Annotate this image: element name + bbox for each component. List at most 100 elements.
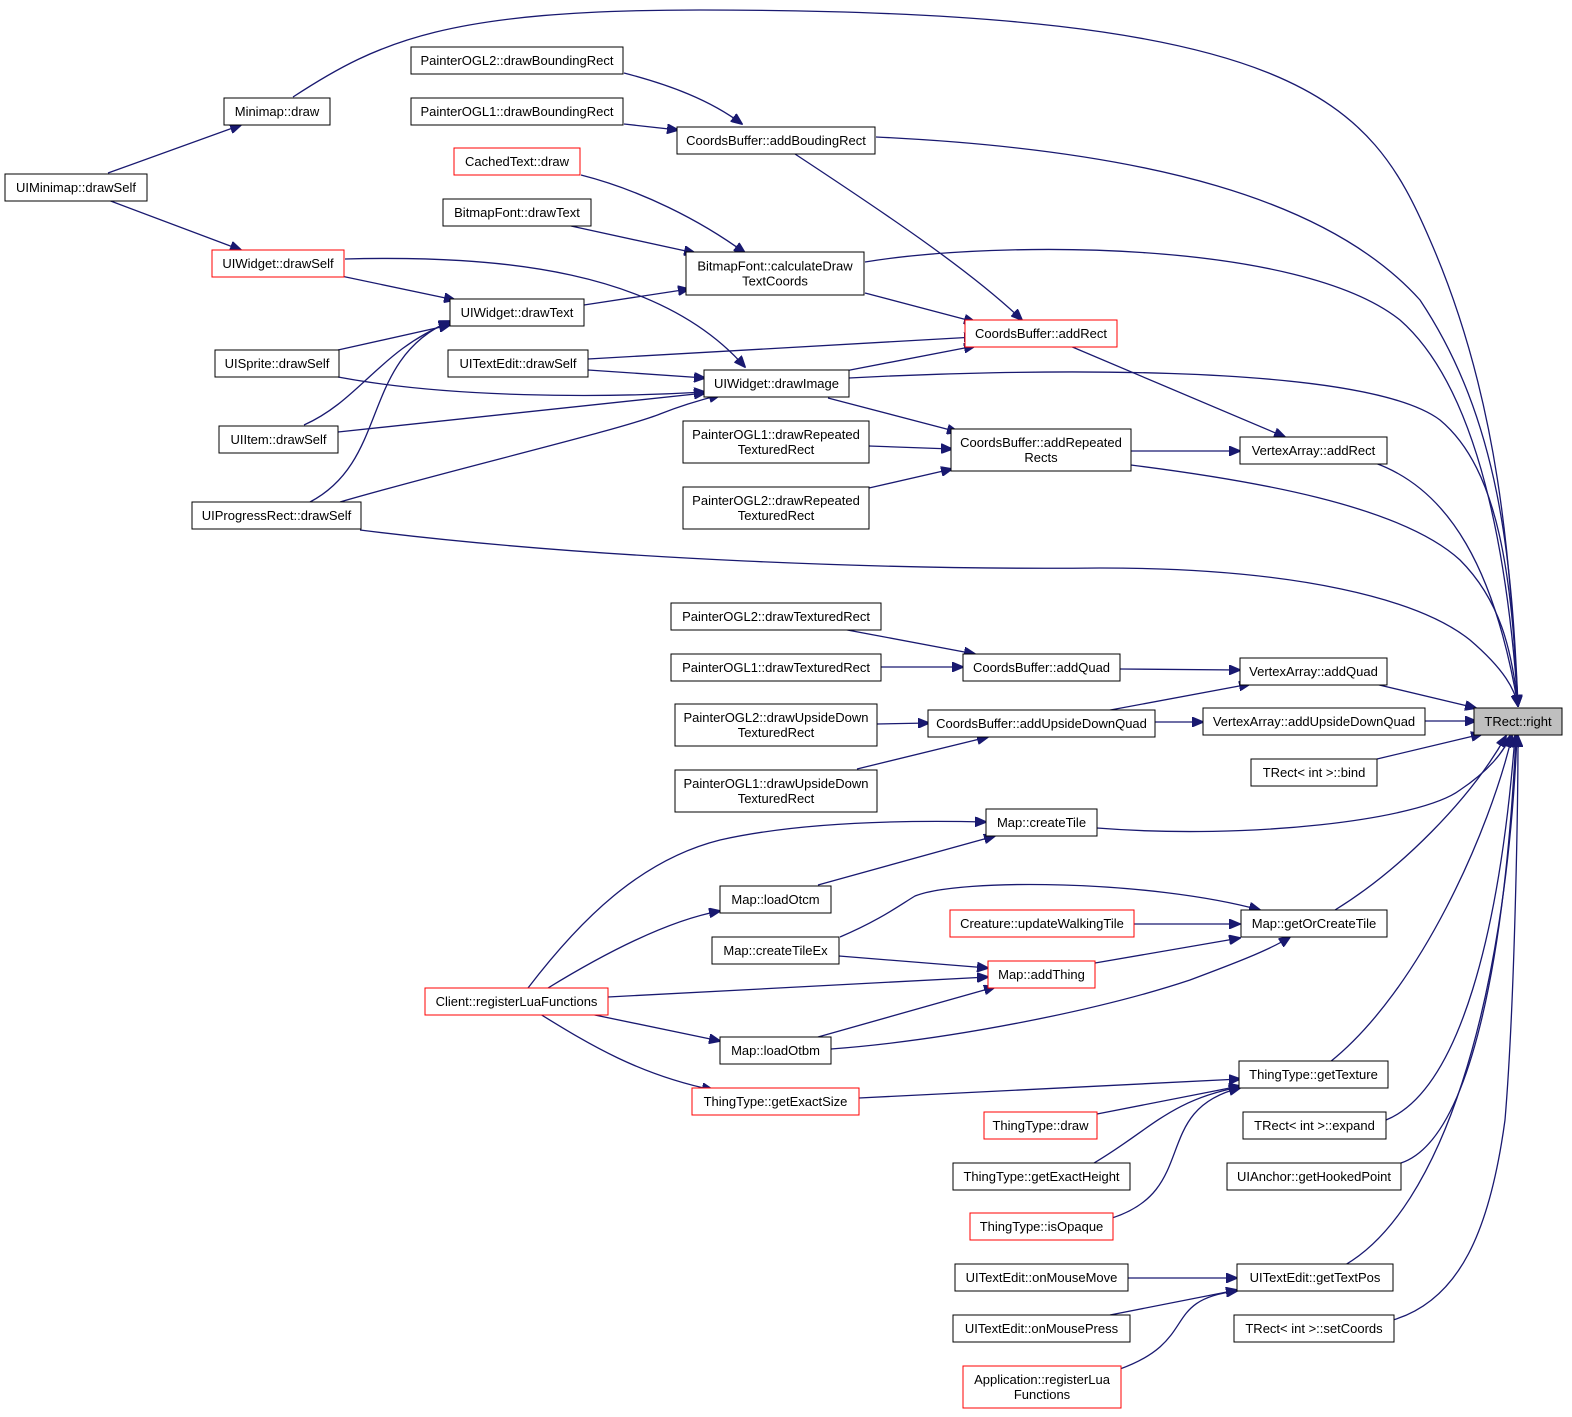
node-box[interactable] <box>223 97 331 126</box>
node-uiWidgetDrawImage[interactable]: UIWidget::drawImage <box>703 369 850 398</box>
node-coordsAddUpsideDownQuad[interactable]: CoordsBuffer::addUpsideDownQuad <box>927 709 1156 738</box>
node-addBoudingRect[interactable]: CoordsBuffer::addBoudingRect <box>676 126 876 155</box>
node-box[interactable] <box>682 420 870 464</box>
node-uiMinimapDrawSelf[interactable]: UIMinimap::drawSelf <box>4 173 148 202</box>
node-box[interactable] <box>983 1111 1098 1140</box>
node-box[interactable] <box>954 1263 1129 1292</box>
node-thingTypeGetTexture[interactable]: ThingType::getTexture <box>1238 1060 1389 1089</box>
node-box[interactable] <box>1240 909 1388 938</box>
node-box[interactable] <box>719 885 832 914</box>
node-vaAddRect[interactable]: VertexArray::addRect <box>1239 436 1388 465</box>
node-cachedTextDraw[interactable]: CachedText::draw <box>453 147 581 176</box>
node-box[interactable] <box>985 808 1098 837</box>
node-box[interactable] <box>453 147 581 176</box>
node-box[interactable] <box>1250 758 1378 787</box>
node-mapGetOrCreateTile[interactable]: Map::getOrCreateTile <box>1240 909 1388 938</box>
node-thingTypeGetExactSize[interactable]: ThingType::getExactSize <box>691 1087 860 1116</box>
node-box[interactable] <box>1202 707 1426 736</box>
node-creatureUpdateWalkingTile[interactable]: Creature::updateWalkingTile <box>949 909 1135 938</box>
node-box[interactable] <box>964 319 1118 348</box>
node-vaAddQuad[interactable]: VertexArray::addQuad <box>1239 657 1388 686</box>
node-box[interactable] <box>987 960 1096 989</box>
node-box[interactable] <box>670 602 882 631</box>
node-box[interactable] <box>691 1087 860 1116</box>
node-uiProgressRectDrawSelf[interactable]: UIProgressRect::drawSelf <box>191 501 362 530</box>
node-box[interactable] <box>1242 1111 1387 1140</box>
node-uiWidgetDrawSelf[interactable]: UIWidget::drawSelf <box>211 249 345 278</box>
node-coordsAddQuad[interactable]: CoordsBuffer::addQuad <box>962 653 1121 682</box>
node-box[interactable] <box>962 1365 1122 1409</box>
node-mapCreateTileEx[interactable]: Map::createTileEx <box>711 936 840 965</box>
node-box[interactable] <box>685 251 865 296</box>
node-mapAddThing[interactable]: Map::addThing <box>987 960 1096 989</box>
node-uiAnchorGetHookedPoint[interactable]: UIAnchor::getHookedPoint <box>1226 1162 1402 1191</box>
node-uiTextEditDrawSelf[interactable]: UITextEdit::drawSelf <box>447 349 589 378</box>
node-pogl1Textured[interactable]: PainterOGL1::drawTexturedRect <box>670 653 882 682</box>
node-box[interactable] <box>410 97 624 126</box>
node-minimapDraw[interactable]: Minimap::draw <box>223 97 331 126</box>
node-box[interactable] <box>682 486 870 530</box>
node-vaAddUpsideDownQuad[interactable]: VertexArray::addUpsideDownQuad <box>1202 707 1426 736</box>
node-appRegisterLua[interactable]: Application::registerLuaFunctions <box>962 1365 1122 1409</box>
node-box[interactable] <box>447 349 589 378</box>
node-pogl1BoundingRect[interactable]: PainterOGL1::drawBoundingRect <box>410 97 624 126</box>
node-box[interactable] <box>674 703 878 747</box>
node-box[interactable] <box>1473 707 1563 736</box>
node-box[interactable] <box>950 428 1132 472</box>
node-bitmapFontDrawText[interactable]: BitmapFont::drawText <box>442 198 592 227</box>
node-trectBind[interactable]: TRect< int >::bind <box>1250 758 1378 787</box>
node-box[interactable] <box>670 653 882 682</box>
node-box[interactable] <box>703 369 850 398</box>
node-box[interactable] <box>191 501 362 530</box>
node-box[interactable] <box>1226 1162 1402 1191</box>
node-thingTypeIsOpaque[interactable]: ThingType::isOpaque <box>969 1212 1114 1241</box>
node-box[interactable] <box>952 1162 1131 1191</box>
node-box[interactable] <box>1236 1263 1394 1292</box>
node-mapLoadOtbm[interactable]: Map::loadOtbm <box>719 1036 832 1065</box>
node-clientRegisterLua[interactable]: Client::registerLuaFunctions <box>424 987 609 1016</box>
node-right[interactable]: TRect::right <box>1473 707 1563 736</box>
node-box[interactable] <box>1239 657 1388 686</box>
node-uiItemDrawSelf[interactable]: UIItem::drawSelf <box>218 425 339 454</box>
node-uiTextEditGetTextPos[interactable]: UITextEdit::getTextPos <box>1236 1263 1394 1292</box>
node-box[interactable] <box>711 936 840 965</box>
node-box[interactable] <box>1233 1314 1395 1343</box>
node-box[interactable] <box>449 298 585 327</box>
node-uiTextEditOnMousePress[interactable]: UITextEdit::onMousePress <box>952 1314 1131 1343</box>
node-mapCreateTile[interactable]: Map::createTile <box>985 808 1098 837</box>
node-box[interactable] <box>442 198 592 227</box>
node-box[interactable] <box>410 46 624 75</box>
node-mapLoadOtcm[interactable]: Map::loadOtcm <box>719 885 832 914</box>
node-trectExpand[interactable]: TRect< int >::expand <box>1242 1111 1387 1140</box>
node-pogl2Textured[interactable]: PainterOGL2::drawTexturedRect <box>670 602 882 631</box>
node-box[interactable] <box>952 1314 1131 1343</box>
node-box[interactable] <box>949 909 1135 938</box>
node-box[interactable] <box>218 425 339 454</box>
node-thingTypeGetExactHeight[interactable]: ThingType::getExactHeight <box>952 1162 1131 1191</box>
node-uiWidgetDrawText[interactable]: UIWidget::drawText <box>449 298 585 327</box>
node-trectSetCoords[interactable]: TRect< int >::setCoords <box>1233 1314 1395 1343</box>
node-box[interactable] <box>214 349 340 378</box>
node-box[interactable] <box>211 249 345 278</box>
node-box[interactable] <box>1238 1060 1389 1089</box>
node-box[interactable] <box>1239 436 1388 465</box>
node-pogl2BoundingRect[interactable]: PainterOGL2::drawBoundingRect <box>410 46 624 75</box>
node-box[interactable] <box>424 987 609 1016</box>
node-box[interactable] <box>4 173 148 202</box>
node-box[interactable] <box>927 709 1156 738</box>
node-thingTypeDraw[interactable]: ThingType::draw <box>983 1111 1098 1140</box>
node-box[interactable] <box>674 769 878 813</box>
node-box[interactable] <box>719 1036 832 1065</box>
node-box[interactable] <box>962 653 1121 682</box>
node-box[interactable] <box>676 126 876 155</box>
node-uiSpriteDrawSelf[interactable]: UISprite::drawSelf <box>214 349 340 378</box>
node-uiTextEditOnMouseMove[interactable]: UITextEdit::onMouseMove <box>954 1263 1129 1292</box>
node-coordsAddRect[interactable]: CoordsBuffer::addRect <box>964 319 1118 348</box>
node-box[interactable] <box>969 1212 1114 1241</box>
